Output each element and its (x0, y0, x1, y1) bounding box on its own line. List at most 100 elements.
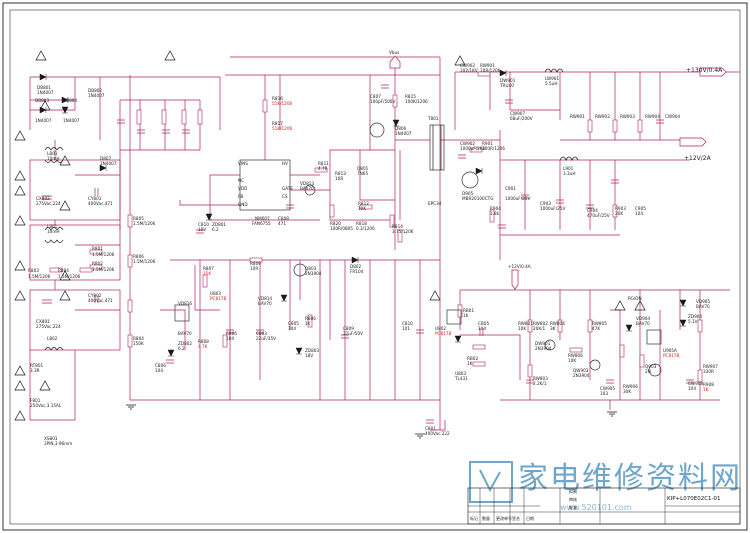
svg-text:104: 104 (288, 326, 296, 331)
svg-text:103: 103 (600, 391, 608, 396)
svg-text:R814: R814 (392, 224, 403, 229)
svg-text:PC817B: PC817B (663, 353, 679, 358)
svg-text:18V: 18V (305, 353, 313, 358)
title-row-label-2: 更改单号 (496, 515, 512, 521)
svg-text:CB05: CB05 (478, 321, 489, 326)
svg-text:DW901: DW901 (500, 78, 516, 83)
svg-text:R801: R801 (92, 246, 103, 251)
svg-text:51K/1206: 51K/1206 (272, 101, 292, 106)
svg-text:L901: L901 (563, 166, 574, 171)
svg-text:1.5M/1206: 1.5M/1206 (92, 267, 115, 272)
svg-text:BAV70: BAV70 (636, 321, 650, 326)
net-labels: +130V/0.4A +12V/2A +12V/0.4A Vbus PG/ON (389, 50, 723, 301)
svg-text:R908: R908 (703, 382, 714, 387)
svg-text:R804: R804 (58, 268, 69, 273)
svg-text:VD814: VD814 (258, 296, 272, 301)
svg-text:DB804: DB804 (63, 98, 77, 103)
svg-text:R804: R804 (133, 336, 144, 341)
svg-text:22uF/50V: 22uF/50V (343, 331, 363, 336)
svg-text:RW801: RW801 (518, 321, 533, 326)
svg-text:L801: L801 (47, 224, 58, 229)
svg-text:CS: CS (282, 194, 288, 199)
svg-text:104: 104 (226, 336, 234, 341)
title-cell-1: 审核 (569, 496, 577, 502)
svg-text:PC817B: PC817B (435, 331, 451, 336)
svg-text:471: 471 (278, 221, 286, 226)
svg-text:XS801: XS801 (44, 436, 58, 441)
svg-text:RW903: RW903 (620, 114, 635, 119)
svg-text:10V: 10V (198, 227, 206, 232)
svg-text:3PIN,3.96mm: 3PIN,3.96mm (44, 441, 72, 446)
svg-text:RW901: RW901 (570, 114, 585, 119)
svg-text:RW803: RW803 (533, 376, 548, 381)
svg-text:CY801: CY801 (88, 196, 102, 201)
svg-text:10mH: 10mH (47, 229, 60, 234)
svg-text:C805: C805 (288, 321, 299, 326)
svg-text:100pF/500V: 100pF/500V (370, 99, 395, 104)
svg-text:R904: R904 (490, 206, 501, 211)
svg-text:150K: 150K (133, 341, 144, 346)
svg-text:DB803: DB803 (35, 98, 49, 103)
svg-text:VD813: VD813 (300, 181, 314, 186)
svg-text:LW901: LW901 (545, 76, 559, 81)
svg-text:3.3R: 3.3R (30, 368, 40, 373)
svg-text:1.5M/1206: 1.5M/1206 (133, 259, 156, 264)
svg-text:CW908: CW908 (688, 381, 703, 386)
svg-text:RW802: RW802 (533, 321, 548, 326)
svg-text:10R: 10R (335, 176, 343, 181)
net-label-vbus: Vbus (389, 50, 399, 55)
svg-text:22uF/35V: 22uF/35V (256, 336, 276, 341)
svg-text:R812: R812 (358, 201, 369, 206)
svg-text:ZD803: ZD803 (305, 348, 319, 353)
svg-text:2N3904: 2N3904 (535, 346, 552, 351)
svg-text:2N3904: 2N3904 (305, 271, 322, 276)
svg-text:104: 104 (688, 386, 696, 391)
svg-text:20K: 20K (615, 211, 623, 216)
svg-text:10K: 10K (518, 326, 526, 331)
svg-text:NM007: NM007 (255, 216, 270, 221)
svg-text:104: 104 (635, 211, 643, 216)
svg-text:TRU40: TRU40 (499, 83, 514, 88)
svg-text:1K: 1K (703, 387, 709, 392)
svg-text:R901: R901 (482, 141, 493, 146)
svg-text:R807: R807 (203, 266, 214, 271)
svg-text:2N3904: 2N3904 (573, 373, 590, 378)
svg-text:MBR20100CTG: MBR20100CTG (462, 196, 493, 201)
svg-text:CX802: CX802 (36, 196, 50, 201)
svg-text:400Vac,222: 400Vac,222 (425, 431, 450, 436)
svg-text:RW806: RW806 (568, 353, 583, 358)
svg-text:1.8k: 1.8k (490, 211, 500, 216)
svg-text:1N4007: 1N4007 (395, 131, 412, 136)
svg-text:1.5M/1206: 1.5M/1206 (58, 274, 81, 279)
svg-text:PC817B: PC817B (210, 296, 226, 301)
svg-text:QW903: QW903 (573, 368, 589, 373)
svg-text:R806: R806 (305, 316, 316, 321)
svg-text:R815: R815 (405, 94, 416, 99)
svg-text:R802: R802 (92, 261, 103, 266)
svg-text:10K: 10K (568, 358, 576, 363)
ground-symbols (126, 404, 617, 439)
svg-text:C904: C904 (587, 208, 598, 213)
svg-text:D905: D905 (462, 191, 474, 196)
svg-text:R818: R818 (356, 221, 367, 226)
watermark-url: www.520101.com (560, 503, 632, 512)
svg-text:VD816: VD816 (178, 301, 192, 306)
svg-text:BAV70: BAV70 (258, 301, 272, 306)
svg-text:C903: C903 (540, 201, 551, 206)
svg-text:68uF/200V: 68uF/200V (510, 116, 533, 121)
svg-text:DB802: DB802 (88, 88, 102, 93)
svg-text:10mH: 10mH (47, 156, 60, 161)
svg-text:R817: R817 (272, 121, 283, 126)
svg-text:10R/1206: 10R/1206 (480, 68, 501, 73)
svg-text:FB: FB (238, 194, 243, 199)
svg-text:C808: C808 (278, 216, 289, 221)
svg-text:1K: 1K (305, 321, 311, 326)
svg-text:RW906: RW906 (623, 384, 638, 389)
svg-text:RW904: RW904 (645, 114, 660, 119)
svg-text:1N4007: 1N4007 (100, 161, 117, 166)
net-label-12v: +12V/2A (684, 155, 712, 162)
svg-text:5.5uH: 5.5uH (545, 81, 557, 86)
svg-text:D806: D806 (395, 126, 407, 131)
